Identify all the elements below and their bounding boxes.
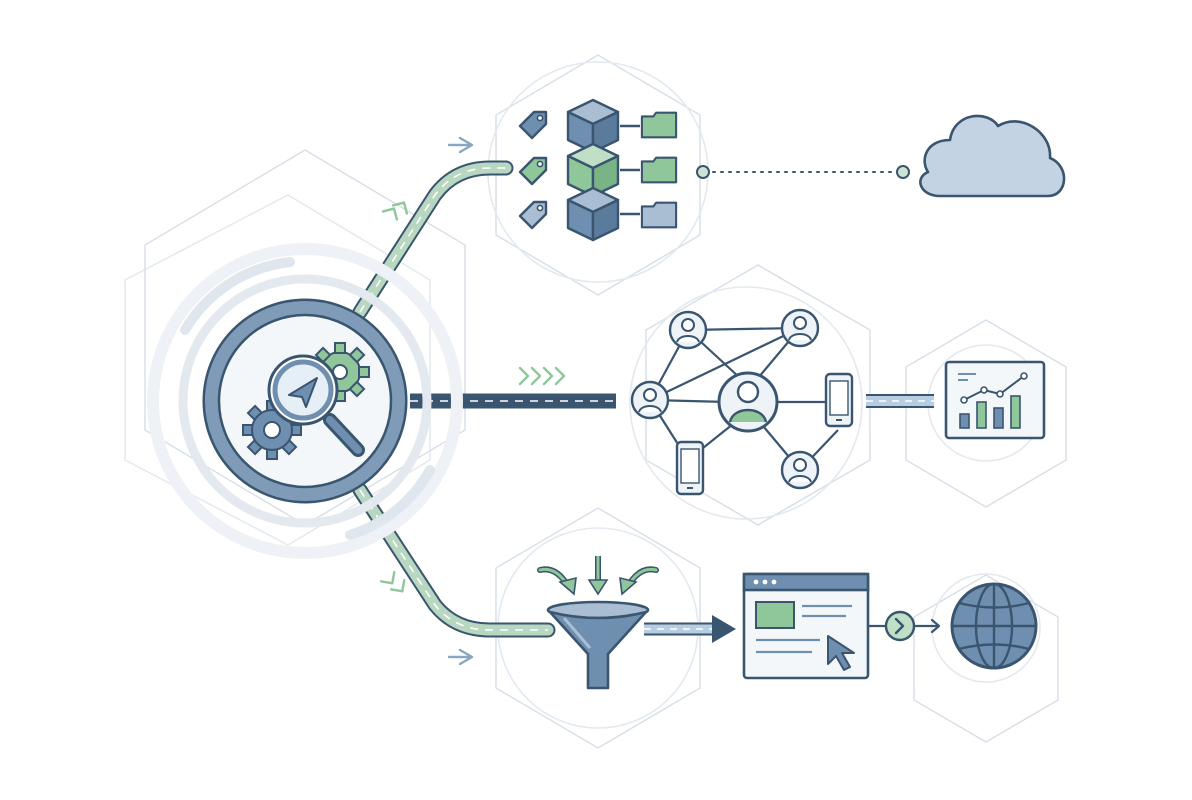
tagged-data-blocks-with-folders-icon — [518, 98, 678, 242]
arrow-circle-icon — [868, 610, 941, 642]
web-page-cursor-icon — [742, 572, 870, 680]
pipe-funnel-to-browser — [644, 615, 736, 643]
magnifier-with-pointer-and-gears-icon — [242, 342, 370, 460]
cursor-icon — [827, 635, 855, 671]
chevron-icon — [379, 136, 566, 666]
globe-icon — [950, 582, 1038, 670]
pipe-bottom — [352, 482, 556, 638]
analytics-dashboard-icon — [944, 360, 1046, 440]
person-icon — [668, 310, 708, 350]
person-icon — [630, 380, 670, 420]
pipe-top — [352, 160, 514, 320]
cloud-icon — [919, 114, 1066, 198]
user-network-icon — [630, 308, 854, 496]
person-icon — [780, 450, 820, 490]
background-hexagons — [124, 54, 1067, 749]
dotted-connector — [696, 165, 910, 179]
phone-icon — [675, 440, 705, 496]
person-icon — [780, 308, 820, 348]
funnel-icon — [537, 556, 659, 690]
person-icon-center — [717, 371, 779, 433]
phone-icon — [824, 372, 854, 428]
